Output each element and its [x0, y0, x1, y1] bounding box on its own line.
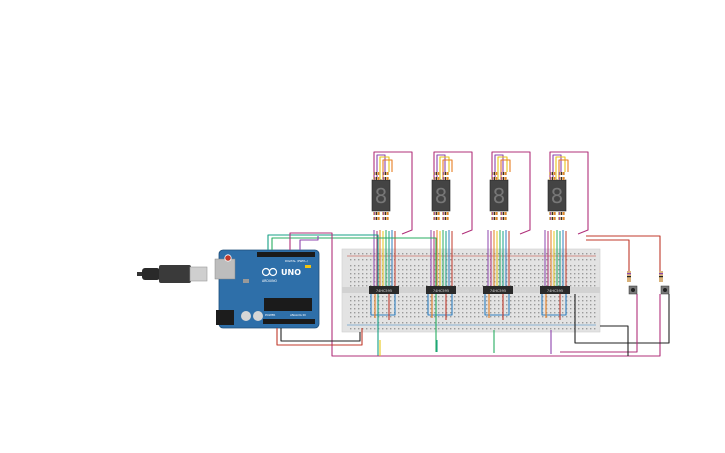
display-digit: 8 [375, 184, 388, 208]
chip-label: 74HC595 [433, 289, 449, 293]
pull-resistor-1[interactable] [627, 271, 631, 282]
reset-button[interactable] [224, 254, 232, 262]
shift-register-3[interactable]: 74HC595 [483, 286, 513, 294]
chip-label: 74HC595 [490, 289, 506, 293]
segment-resistors [373, 172, 565, 220]
led-indicator [305, 265, 311, 268]
chip-label: 74HC595 [376, 289, 392, 293]
capacitor [253, 311, 263, 321]
shift-register-1[interactable]: 74HC595 [369, 286, 399, 294]
pull-resistor-2[interactable] [659, 271, 663, 282]
display-digit: 8 [493, 184, 506, 208]
arduino-logo-icon [261, 267, 278, 277]
analog-header-label: ANALOG IN [290, 313, 306, 317]
pushbutton-2[interactable] [660, 285, 670, 295]
digital-header [257, 252, 315, 257]
analog-power-header [263, 319, 315, 324]
board-model-label: UNO [281, 268, 301, 277]
power-jack [216, 310, 234, 325]
arduino-uno-board[interactable]: UNO ARDUINO DIGITAL (PWM~) ANALOG IN POW… [214, 249, 320, 329]
usb-cable[interactable] [137, 265, 208, 283]
shift-register-4[interactable]: 74HC595 [540, 286, 570, 294]
capacitor [241, 311, 251, 321]
wiring [267, 151, 670, 357]
seven-segment-display-3[interactable]: 8 [489, 179, 509, 212]
usb-port [214, 258, 236, 280]
board-brand-label: ARDUINO [262, 279, 278, 283]
seven-segment-display-2[interactable]: 8 [431, 179, 451, 212]
digital-header-label: DIGITAL (PWM~) [285, 259, 308, 263]
seven-segment-display-1[interactable]: 8 [371, 179, 391, 212]
power-header-label: POWER [265, 313, 275, 317]
pushbutton-1[interactable] [628, 285, 638, 295]
display-digit: 8 [435, 184, 448, 208]
atmega-chip [264, 298, 312, 311]
chip-label: 74HC595 [547, 289, 563, 293]
seven-segment-display-4[interactable]: 8 [547, 179, 567, 212]
display-digit: 8 [551, 184, 564, 208]
crystal [243, 279, 249, 283]
shift-register-2[interactable]: 74HC595 [426, 286, 456, 294]
